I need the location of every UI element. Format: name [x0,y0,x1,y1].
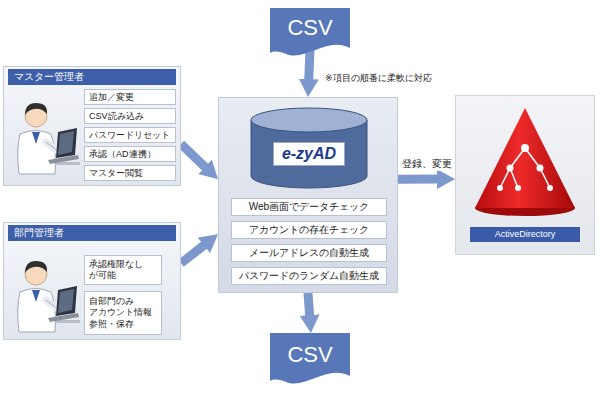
box-text: 追加／変更 [89,91,134,104]
box-text: パスワードリセット [89,129,170,142]
process-box: Web画面でデータチェック [231,198,387,216]
active-directory-cone [475,108,575,216]
flow-arrow [308,293,310,319]
system-panel: e-zyAD Web画面でデータチェックアカウントの存在チェックメールアドレスの自… [218,97,398,293]
document-label: CSV [287,15,332,41]
note-text: ※項目の順番に柔軟に対応 [324,72,433,85]
user-role-panel: マスター管理者追加／変更 CSV読み込みパスワードリセット承認（AD連携） マスター… [3,66,181,186]
function-button: 追加／変更 [84,89,176,105]
box-text: メールアドレスの自動生成 [249,246,369,260]
flow-arrow [309,50,310,83]
box-text: マスター閲覧 [89,167,143,180]
box-text: パスワードのランダム自動生成 [239,269,379,283]
edge-label: 登録、変更 [401,158,453,171]
box-text: 承認（AD連携） [89,148,156,161]
function-button: マスター閲覧 [84,165,176,181]
panel-heading: 部門管理者 [8,225,176,241]
document-label: CSV [287,342,332,368]
document-outline [270,333,350,384]
admin-figure [18,261,80,332]
database-cylinder: e-zyAD [251,108,367,188]
function-button: 自部門のみ アカウント情報 参照・保存 [84,291,162,335]
cylinder-top [251,108,367,132]
function-button: パスワードリセット [84,127,176,143]
box-text: CSV読み込み [89,110,144,123]
flow-arrow [181,243,207,263]
box-text: アカウントの存在チェック [249,223,369,237]
process-box: アカウントの存在チェック [231,221,387,239]
user-role-panel: 部門管理者承認権限なし が可能自部門のみ アカウント情報 参照・保存 [3,222,181,340]
csv-document: CSV [270,333,350,388]
box-text: 自部門のみ アカウント情報 参照・保存 [89,296,157,330]
process-box: パスワードのランダム自動生成 [231,267,387,285]
flow-arrow [181,144,208,170]
document-outline [270,8,350,56]
product-logo: e-zyAD [273,142,345,166]
directory-label: ActiveDirectory [470,227,580,242]
admin-figure [18,103,80,174]
box-text: Web画面でデータチェック [249,200,369,214]
csv-document: CSV [270,8,350,60]
panel-heading: マスター管理者 [8,69,176,85]
function-button: 承認（AD連携） [84,146,176,162]
function-button: 承認権限なし が可能 [84,255,162,285]
flow-arrow [398,175,441,184]
function-button: CSV読み込み [84,108,176,124]
process-box: メールアドレスの自動生成 [231,244,387,262]
box-text: 承認権限なし が可能 [89,259,157,282]
directory-panel: ActiveDirectory [455,95,595,255]
